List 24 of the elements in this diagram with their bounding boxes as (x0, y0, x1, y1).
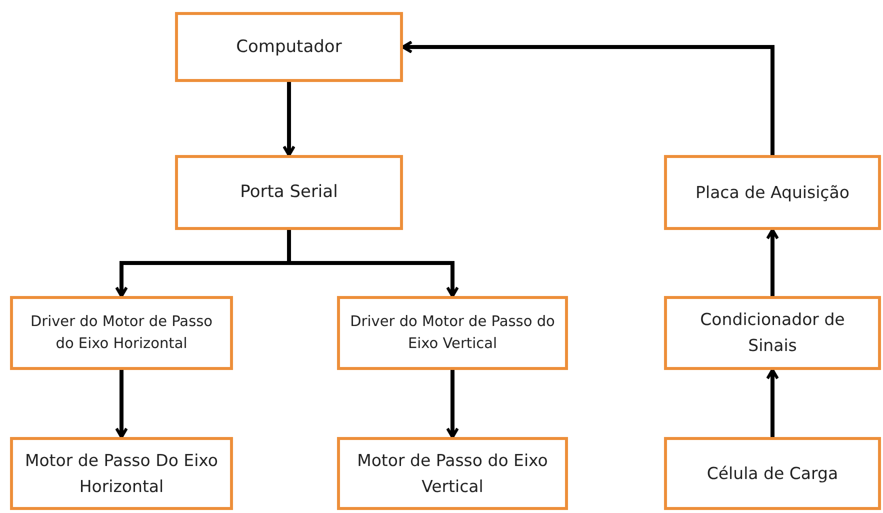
box-label: Driver do Motor de Passo do Eixo Vertical (349, 312, 556, 354)
box-label: Placa de Aquisição (696, 182, 850, 204)
process-box (664, 155, 881, 230)
box-label: Condicionador de Sinais (699, 309, 846, 357)
arrow (766, 228, 779, 296)
box-label: Motor de Passo do Eixo Vertical (356, 450, 549, 498)
arrow (282, 82, 296, 156)
arrow (115, 370, 128, 438)
arrow (766, 368, 779, 437)
process-box (10, 296, 233, 370)
box-label: Driver do Motor de Passo do Eixo Horizontal (29, 312, 214, 354)
process-box (175, 12, 403, 82)
arrow (446, 370, 459, 438)
box-label: Motor de Passo Do Eixo Horizontal (24, 450, 220, 498)
process-box (337, 296, 568, 370)
process-box (337, 437, 568, 510)
box-label: Porta Serial (240, 181, 338, 204)
arrow (402, 40, 774, 155)
process-box (10, 437, 233, 510)
process-box (664, 296, 881, 370)
process-box (664, 437, 881, 510)
box-label: Computador (236, 36, 342, 59)
box-label: Célula de Carga (706, 462, 838, 485)
process-box (175, 155, 403, 230)
